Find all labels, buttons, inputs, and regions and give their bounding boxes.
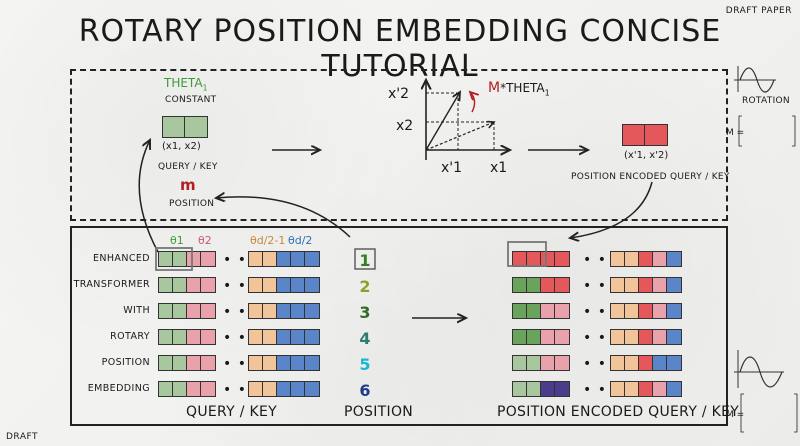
theta-header-3: θd/2-1 [250,234,286,247]
position-number: 5 [359,355,371,374]
rotation-m: M [488,80,501,96]
highlight-encoded-pair [507,241,547,267]
matrix-label-top: M = [726,128,745,138]
encoded-block-left [512,381,570,397]
word-label: EMBEDDING [87,383,150,394]
position-label: POSITION [169,199,215,209]
rotation-plot [426,80,510,160]
output-vector [622,124,668,146]
highlight-position-1 [354,248,376,270]
matrix-bottom [740,393,798,433]
theta-heading: THETA1 [164,76,208,92]
plot-x1-prime: x'1 [441,160,463,176]
query-key-block-right [248,355,320,371]
word-label: TRANSFORMER [73,279,150,290]
theta-label: THETA [164,76,203,90]
theta-header-4: θd/2 [288,234,313,247]
encoded-block-right [610,355,682,371]
query-key-label: QUERY / KEY [158,162,218,172]
position-number: 2 [359,277,371,296]
encoded-block-left [512,277,570,293]
encoded-block-right [610,303,682,319]
matrix-label-bottom: M = [726,410,745,420]
plot-x2-prime: x'2 [388,86,410,102]
encoded-block-left [512,329,570,345]
draft-paper-tag: DRAFT PAPER [725,6,792,16]
encoded-block-right [610,251,682,267]
sine-mini-plot-bottom [734,350,784,388]
word-label: ENHANCED [92,253,150,264]
word-label: ROTARY [110,331,150,342]
constant-label: CONSTANT [165,95,217,105]
matrix-top [738,115,796,147]
theta-header-2: θ2 [198,234,212,247]
output-label: POSITION ENCODED QUERY / KEY [571,172,730,182]
theta-subscript: 1 [202,83,208,93]
arrow-output-to-encoded [570,181,653,238]
position-number: 1 [359,251,371,270]
query-key-vector [162,116,208,138]
plot-x1: x1 [490,160,508,176]
draft-tag: DRAFT [6,432,38,442]
encoded-block-left [512,355,570,371]
encoded-block-right [610,329,682,345]
arrow-theta-to-constant [138,140,159,253]
arrow-position-to-m [216,197,351,238]
page-title: ROTARY POSITION EMBEDDING CONCISE TUTORI… [78,14,722,84]
rotation-angle-label: M*THETA1 [488,80,550,97]
encoded-caption: POSITION ENCODED QUERY / KEY [497,404,740,420]
output-coords: (x'1, x'2) [624,150,669,161]
encoded-block-right [610,277,682,293]
highlight-first-pair [155,247,193,271]
query-key-block-right [248,381,320,397]
query-key-block-right [248,329,320,345]
rotation-subscript: 1 [544,88,550,98]
plot-x2: x2 [396,118,414,134]
query-key-caption: QUERY / KEY [186,404,277,420]
query-key-block-right [248,251,320,267]
query-key-block-left [158,303,216,319]
bottom-solid-panel [70,226,728,426]
position-number: 3 [359,303,371,322]
query-key-block-left [158,381,216,397]
rotation-side-label: ROTATION [742,96,790,106]
position-number: 4 [359,329,371,348]
vector-coords: (x1, x2) [162,141,201,152]
word-label: WITH [123,305,150,316]
query-key-block-left [158,277,216,293]
word-label: POSITION [101,357,150,368]
rotation-mini-plot [734,66,776,93]
position-number: 6 [359,381,371,400]
position-caption: POSITION [344,404,414,420]
query-key-block-right [248,303,320,319]
query-key-block-left [158,251,216,267]
query-key-block-left [158,329,216,345]
rotation-theta: *THETA [500,81,545,95]
query-key-block-right [248,277,320,293]
encoded-block-left [512,303,570,319]
theta-header-1: θ1 [170,234,184,247]
top-dashed-panel [70,69,728,221]
query-key-block-left [158,355,216,371]
encoded-block-right [610,381,682,397]
m-label: m [180,176,196,194]
